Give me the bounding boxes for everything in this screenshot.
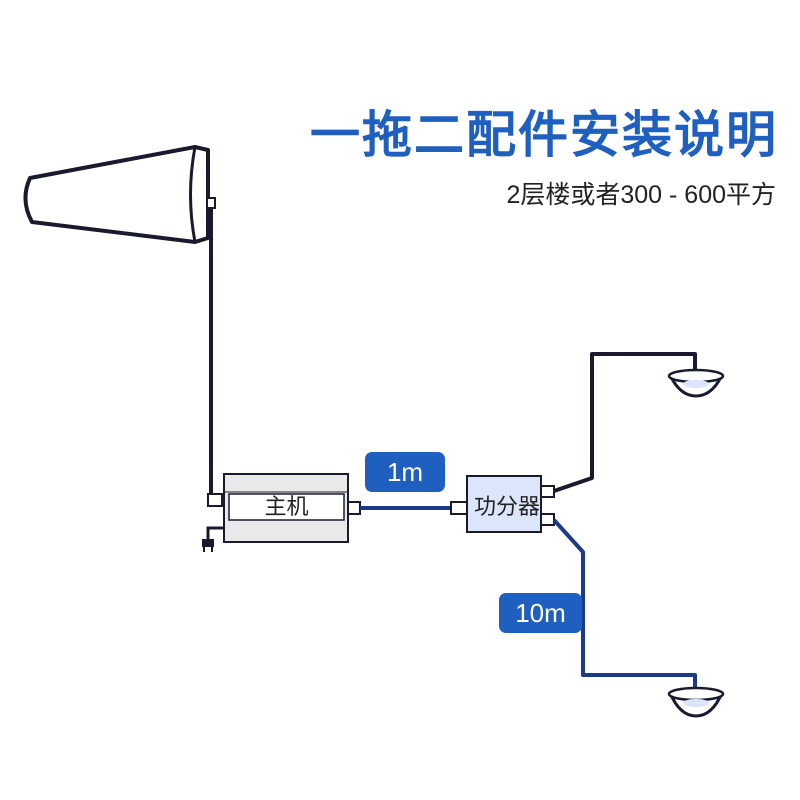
- long-cable-length-badge: 10m: [499, 593, 582, 633]
- splitter-output-connector-top: [540, 485, 555, 498]
- splitter-unit-label: 功分器: [473, 494, 540, 519]
- power-plug-icon: [202, 526, 226, 552]
- page-subtitle: 2层楼或者300 - 600平方: [506, 181, 776, 209]
- host-unit-label: 主机: [264, 494, 309, 519]
- ceiling-antenna-icon: [667, 368, 725, 398]
- host-unit: [223, 473, 349, 543]
- long-cable: [552, 518, 697, 690]
- short-cable-length-badge: 1m: [365, 452, 445, 492]
- host-input-connector: [207, 493, 223, 507]
- upper-antenna-cable: [553, 352, 697, 493]
- page-title: 一拖二配件安装说明: [310, 107, 778, 163]
- splitter-input-connector: [450, 501, 468, 515]
- outdoor-antenna-icon: [23, 145, 216, 244]
- splitter-output-connector-bottom: [540, 513, 555, 526]
- ceiling-antenna-icon: [667, 686, 725, 718]
- splitter-unit: [466, 475, 542, 533]
- host-output-connector: [347, 501, 361, 515]
- antenna-cable: [209, 208, 222, 502]
